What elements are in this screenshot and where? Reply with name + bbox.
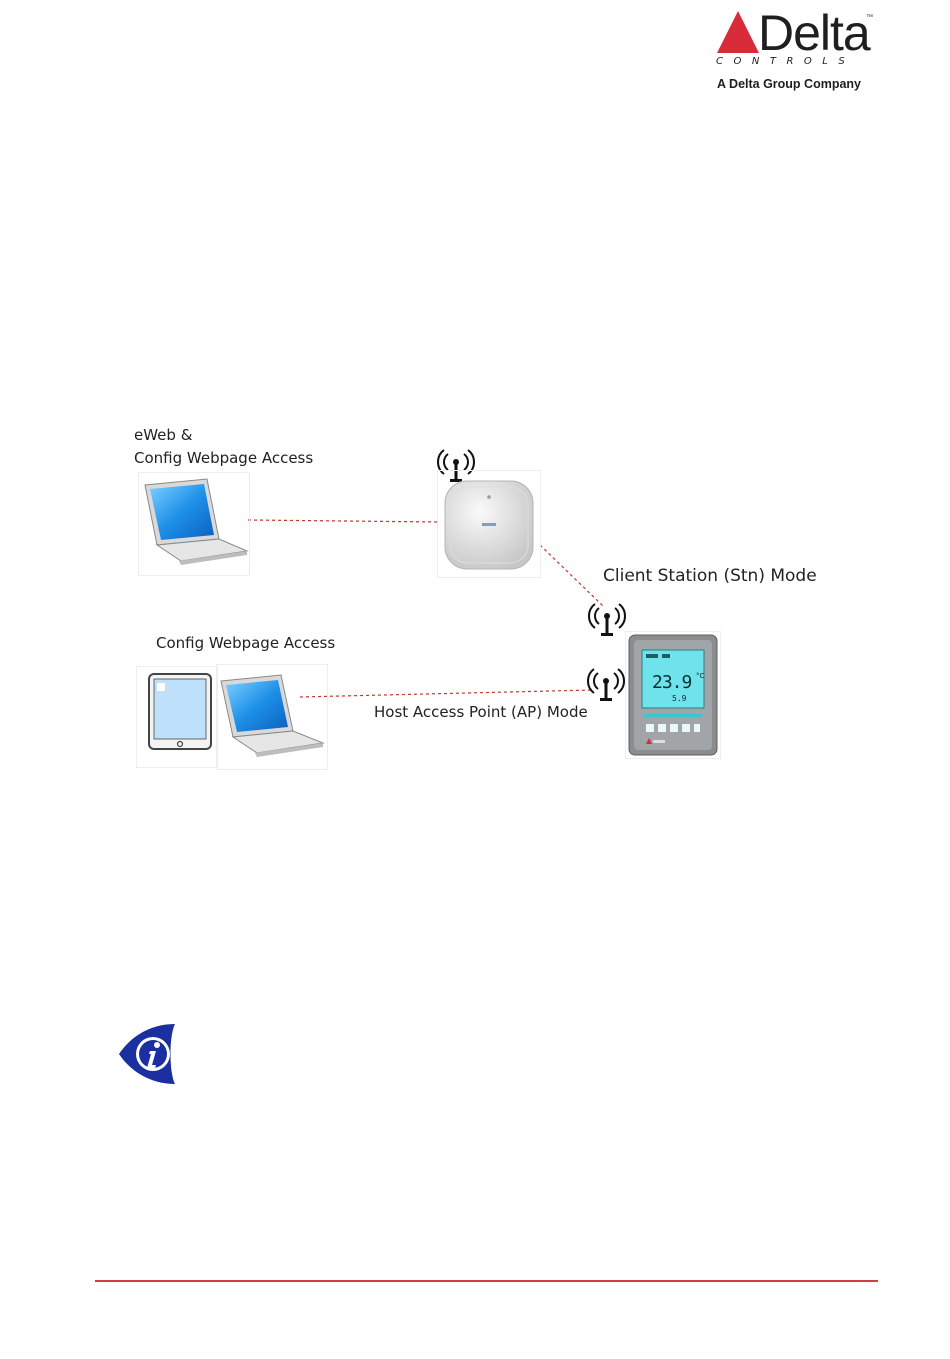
eweb-label-line1: eWeb &	[134, 424, 192, 446]
client-station-mode-label: Client Station (Stn) Mode	[603, 566, 817, 586]
laptop-to-host-line	[300, 690, 592, 697]
thermostat-unit: °C	[696, 672, 704, 680]
laptop-icon	[139, 473, 249, 573]
antenna-icon	[586, 667, 626, 703]
tablet-icon	[137, 667, 217, 767]
eweb-label-line2: Config Webpage Access	[134, 447, 313, 469]
access-point-icon	[438, 471, 540, 577]
network-diagram: eWeb & Config Webpage Access	[0, 0, 950, 800]
laptop-top	[138, 472, 250, 576]
tablet	[136, 666, 218, 768]
info-icon	[117, 1022, 179, 1086]
laptop-to-ap-line	[248, 520, 440, 522]
laptop-icon	[217, 665, 327, 765]
thermostat-small-reading: 5.9	[672, 694, 686, 703]
laptop-bottom	[216, 664, 328, 770]
thermostat: 23.9 °C 5.9	[625, 631, 721, 759]
config-webpage-label: Config Webpage Access	[156, 632, 335, 654]
antenna-icon	[587, 602, 627, 638]
ap-to-client-line	[540, 545, 603, 606]
thermostat-temperature: 23.9	[652, 672, 691, 693]
footer-rule	[95, 1280, 878, 1282]
host-access-point-mode-label: Host Access Point (AP) Mode	[374, 701, 588, 723]
access-point	[437, 470, 541, 578]
